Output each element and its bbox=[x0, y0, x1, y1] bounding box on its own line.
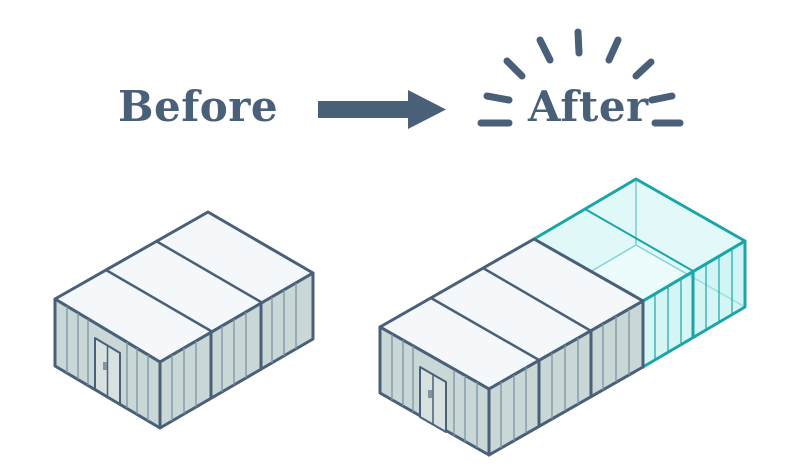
sparkle-rays-icon bbox=[477, 28, 684, 127]
door-icon bbox=[94, 337, 121, 405]
after-building bbox=[378, 177, 747, 457]
before-label: Before bbox=[118, 82, 279, 131]
after-label: After bbox=[528, 82, 649, 131]
arrow-right-icon bbox=[318, 90, 446, 129]
before-building bbox=[53, 210, 315, 430]
door-icon bbox=[419, 366, 447, 433]
